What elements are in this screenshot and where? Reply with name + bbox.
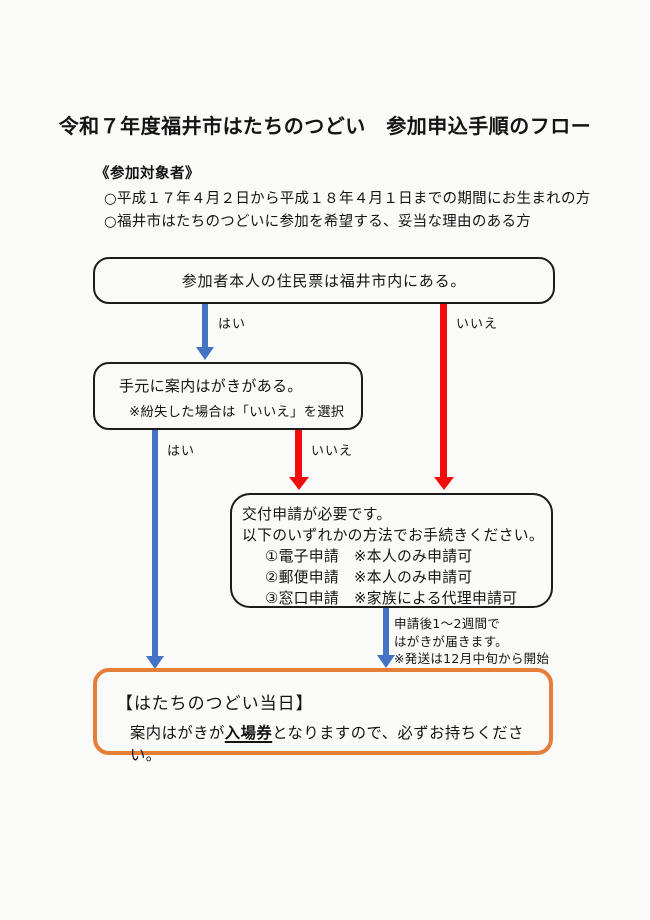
arrow-shaft	[202, 304, 208, 348]
edge-label-no: いいえ	[456, 317, 499, 332]
page-title: 令和７年度福井市はたちのつどい 参加申込手順のフロー	[58, 114, 592, 138]
arrow-head-icon	[146, 656, 164, 669]
arrow-head-icon	[289, 477, 309, 490]
admission-ticket-emphasis: 入場券	[224, 724, 273, 742]
event-day-body-prefix: 案内はがきが	[130, 724, 225, 742]
arrow-shaft	[152, 430, 158, 657]
arrow-head-icon	[196, 347, 214, 360]
edge-label-no: いいえ	[311, 444, 354, 459]
yes-arrow-residency	[196, 304, 214, 360]
application-text-line: 以下のいずれかの方法でお手続きください。	[242, 527, 544, 544]
delivery-note: 申請後1～2週間で はがきが届きます。 ※発送は12月中旬から開始	[394, 615, 549, 668]
arrow-shaft	[295, 430, 302, 478]
event-day-body: 案内はがきが入場券となりますので、必ずお持ちください。	[130, 721, 549, 765]
flow-box-residency: 参加者本人の住民票は福井市内にある。	[93, 257, 555, 304]
no-arrow-postcard	[289, 430, 309, 491]
application-option: ②郵便申請 ※本人のみ申請可	[265, 569, 473, 586]
event-day-body-suffix: となりますので、必ずお持ちください。	[130, 724, 524, 764]
arrow-head-icon	[434, 477, 454, 490]
application-option: ③窓口申請 ※家族による代理申請可	[265, 590, 518, 607]
yes-arrow-postcard	[146, 430, 164, 669]
application-text-line: 交付申請が必要です。	[242, 506, 392, 523]
residency-question-text: 参加者本人の住民票は福井市内にある。	[181, 272, 467, 290]
application-option: ①電子申請 ※本人のみ申請可	[265, 548, 473, 565]
arrow-shaft	[383, 608, 389, 656]
eligibility-item: ○福井市はたちのつどいに参加を希望する、妥当な理由のある方	[104, 213, 532, 230]
no-arrow-residency	[434, 304, 454, 491]
event-day-heading: 【はたちのつどい当日】	[116, 694, 314, 714]
edge-label-yes: はい	[167, 444, 196, 459]
eligibility-item: ○平成１７年４月２日から平成１８年４月１日までの期間にお生まれの方	[104, 191, 591, 207]
delivery-note-line: ※発送は12月中旬から開始	[394, 651, 550, 666]
event-day-box: 【はたちのつどい当日】 案内はがきが入場券となりますので、必ずお持ちください。	[93, 668, 553, 764]
flow-box-application: 交付申請が必要です。 以下のいずれかの方法でお手続きください。 ①電子申請 ※本…	[230, 493, 553, 608]
delivery-note-line: はがきが届きます。	[394, 633, 508, 649]
postcard-question-text: 手元に案内はがきがある。	[119, 377, 303, 395]
arrow-shaft	[440, 304, 447, 478]
edge-label-yes: はい	[218, 317, 247, 332]
postcard-question-note: ※紛失した場合は「いいえ」を選択	[129, 405, 345, 420]
delivery-note-line: 申請後1～2週間で	[394, 616, 501, 631]
arrow-head-icon	[377, 655, 395, 668]
delivery-arrow	[377, 608, 395, 669]
eligibility-heading: 《参加対象者》	[95, 166, 200, 182]
flow-box-postcard: 手元に案内はがきがある。 ※紛失した場合は「いいえ」を選択	[93, 362, 363, 430]
eligibility-section: 《参加対象者》 ○平成１７年４月２日から平成１８年４月１日までの期間にお生まれの…	[95, 162, 591, 233]
